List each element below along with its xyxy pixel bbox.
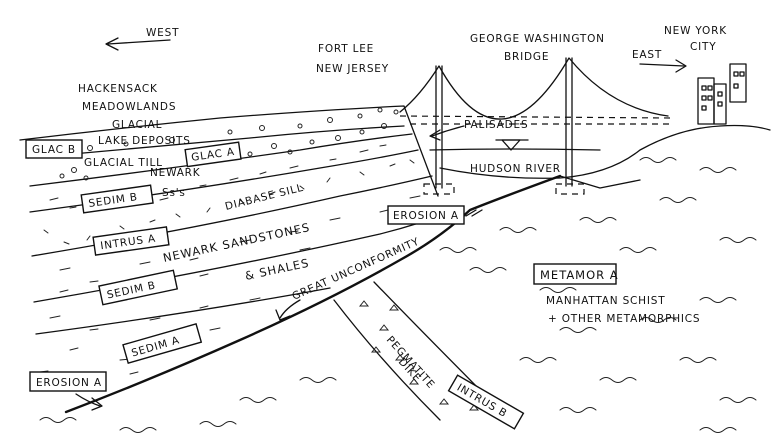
glacial-pebble-texture	[59, 107, 399, 181]
dike-triangle-texture	[358, 300, 480, 411]
new-jersey-label: NEW JERSEY	[316, 63, 389, 75]
bridge-label: BRIDGE	[504, 51, 549, 63]
george-washington-bridge	[399, 57, 671, 195]
west-label: WEST	[146, 27, 179, 39]
erosion-a-right-box: EROSION A	[387, 205, 465, 225]
erosion-left-arrow	[75, 393, 103, 411]
palisades-label: PALISADES	[464, 119, 528, 131]
glacial-label: GLACIAL	[112, 119, 162, 131]
glac-a-box: GLAC A	[184, 141, 242, 168]
unconformity-arrow	[275, 299, 301, 321]
newark-label: NEWARK	[150, 167, 201, 179]
water-level-icon	[495, 139, 529, 151]
sedim-b-lower-box: SEDIM B	[98, 269, 179, 306]
diabase-sill-label: DIABASE SILL	[224, 182, 305, 213]
west-arrow	[105, 37, 171, 51]
intrus-b-box: INTRUS B	[447, 374, 525, 430]
shales-label: & SHALES	[244, 256, 311, 283]
intrus-a-box: INTRUS A	[92, 226, 170, 256]
schist-wave-texture	[39, 157, 757, 433]
hackensack-label: HACKENSACK	[78, 83, 158, 95]
newark-sandstones-label: NEWARK SANDSTONES	[162, 220, 312, 265]
city-buildings-icon	[697, 63, 747, 125]
erosion-right-arrow	[465, 209, 483, 217]
other-metamorphics-label: + OTHER METAMORPHICS	[548, 313, 700, 325]
palisades-arrow	[429, 125, 465, 141]
lake-deposits-label: LAKE DEPOSITS	[98, 135, 191, 147]
metamor-a-box: METAMOR A	[533, 263, 619, 285]
gw-bridge-label: GEORGE WASHINGTON	[470, 33, 605, 45]
east-arrow	[639, 59, 687, 73]
svg-text:GLAC B: GLAC B	[32, 144, 76, 156]
svg-text:EROSION A: EROSION A	[36, 377, 102, 389]
glac-b-box: GLAC B	[25, 139, 83, 159]
sedim-a-box: SEDIM A	[122, 323, 203, 364]
erosion-a-left-box: EROSION A	[29, 371, 107, 392]
great-unconformity-line	[64, 174, 562, 414]
east-label: EAST	[632, 49, 662, 61]
sedim-b-upper-box: SEDIM B	[80, 184, 154, 214]
city-label: CITY	[690, 41, 716, 53]
manhattan-schist-label: MANHATTAN SCHIST	[546, 295, 665, 307]
new-york-label: NEW YORK	[664, 25, 727, 37]
glacial-till-label: GLACIAL TILL	[84, 157, 163, 169]
fort-lee-label: FORT LEE	[318, 43, 374, 55]
hudson-river-label: HUDSON RIVER	[470, 163, 561, 175]
meadowlands-label: MEADOWLANDS	[82, 101, 176, 113]
svg-text:EROSION A: EROSION A	[393, 210, 459, 222]
ss-label: Ss's	[162, 187, 186, 199]
svg-text:METAMOR A: METAMOR A	[540, 268, 619, 282]
